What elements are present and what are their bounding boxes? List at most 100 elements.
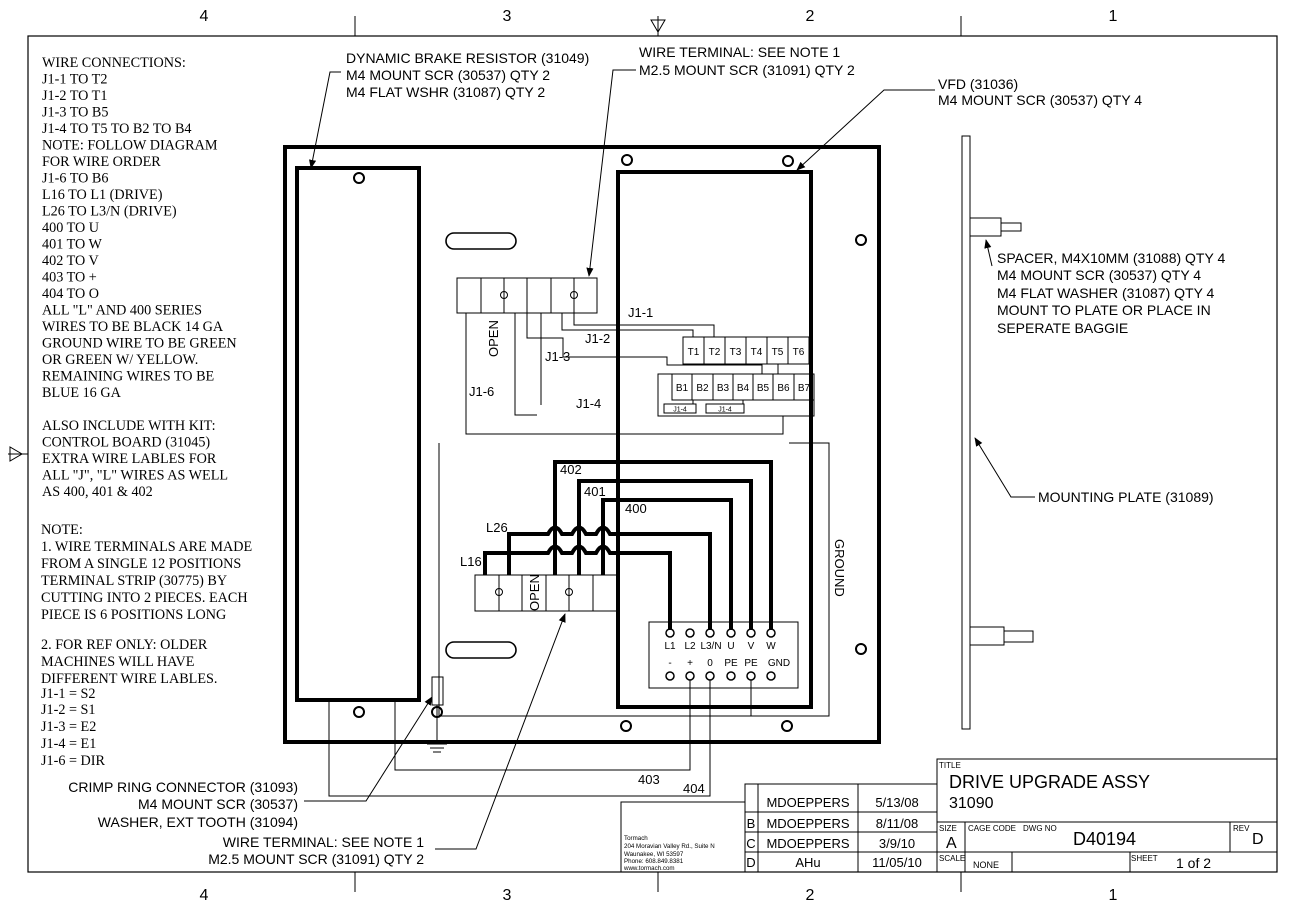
vfd-terminal-l2: L2 (684, 641, 696, 652)
terminal-t4-label: T4 (751, 347, 763, 358)
callout-leaders (304, 69, 1035, 850)
vfd-terminal-l3n: L3/N (700, 641, 721, 652)
note-line: WIRE CONNECTIONS: (42, 55, 186, 71)
company-line: 204 Moravian Valley Rd., Suite N (624, 843, 715, 850)
note-line: GROUND WIRE TO BE GREEN (42, 336, 237, 352)
terminal-t3-label: T3 (730, 347, 742, 358)
terminal-b2-label: B2 (696, 383, 709, 394)
sheet-label: SHEET (1131, 854, 1158, 863)
crimp-callout: CRIMP RING CONNECTOR (31093) (68, 779, 298, 795)
company-line: Phone: 608.849.8381 (624, 858, 684, 865)
terminal-b6-label: B6 (777, 383, 790, 394)
title-field-label: TITLE (939, 761, 961, 770)
note-line: J1-3 TO B5 (42, 105, 108, 121)
drawing-number: D40194 (1073, 829, 1136, 849)
note-line: J1-4 = E1 (41, 736, 96, 752)
note-line: J1-6 TO B6 (42, 171, 108, 187)
revision-name: AHu (795, 855, 820, 870)
note-line: REMAINING WIRES TO BE (42, 369, 214, 385)
vfd-body (616, 170, 813, 709)
wire-label-j1-6: J1-6 (469, 384, 494, 399)
note-line: EXTRA WIRE LABLES FOR (42, 451, 217, 467)
dynamic-brake-resistor (295, 166, 421, 702)
terminal-callout-top: M2.5 MOUNT SCR (31091) QTY 2 (639, 62, 855, 78)
note-line: L16 TO L1 (DRIVE) (42, 187, 163, 203)
zone-top-4: 4 (200, 8, 209, 25)
zone-bottom-4: 4 (200, 887, 209, 904)
terminal-callout-bottom: M2.5 MOUNT SCR (31091) QTY 2 (208, 851, 424, 867)
sheet-value: 1 of 2 (1176, 855, 1211, 871)
note-line: J1-1 TO T2 (42, 72, 107, 88)
mounting-plate (283, 145, 881, 744)
wire-label-j1-2: J1-2 (585, 331, 610, 346)
strip-open-label: OPEN (527, 574, 542, 611)
wire-label-404: 404 (683, 781, 705, 796)
note-line: ALL "L" AND 400 SERIES (42, 303, 202, 319)
note-line: PIECE IS 6 POSITIONS LONG (41, 607, 226, 623)
size-field-label: SIZE (939, 824, 957, 833)
vfd-terminal-l1: L1 (664, 641, 676, 652)
note-line: 2. FOR REF ONLY: OLDER (41, 637, 208, 653)
wire-label-402: 402 (560, 462, 582, 477)
terminal-callout-bottom: WIRE TERMINAL: SEE NOTE 1 (223, 834, 424, 850)
note-line: ALSO INCLUDE WITH KIT: (42, 418, 216, 434)
revision-date: 3/9/10 (879, 836, 915, 851)
zone-bottom-2: 2 (806, 887, 815, 904)
terminal-b3-label: B3 (717, 383, 730, 394)
wire-label-401: 401 (584, 484, 606, 499)
vfd-terminal-gnd: GND (768, 658, 790, 669)
note-line: AS 400, 401 & 402 (42, 484, 153, 500)
note-line: 401 TO W (42, 237, 103, 253)
spacer-callout: SEPERATE BAGGIE (997, 320, 1128, 336)
spacer-callout: MOUNT TO PLATE OR PLACE IN (997, 302, 1211, 318)
rev-label: REV (1233, 824, 1250, 833)
vfd-callout: VFD (31036) (938, 76, 1018, 92)
general-notes: NOTE: 1. WIRE TERMINALS ARE MADE FROM A … (41, 522, 252, 769)
terminal-b4-label: B4 (737, 383, 750, 394)
note-line: J1-6 = DIR (41, 753, 105, 769)
crimp-callout: M4 MOUNT SCR (30537) (138, 796, 298, 812)
note-line: DIFFERENT WIRE LABLES. (41, 671, 217, 687)
brake-callout: M4 MOUNT SCR (30537) QTY 2 (346, 67, 550, 83)
revision-letter: D (746, 855, 755, 870)
revision-letter: B (747, 816, 756, 831)
vfd-terminal-v: V (748, 641, 755, 652)
spacer-callout: M4 FLAT WASHER (31087) QTY 4 (997, 285, 1215, 301)
spacer-callout: SPACER, M4X10MM (31088) QTY 4 (997, 250, 1225, 266)
note-line: CONTROL BOARD (31045) (42, 435, 210, 451)
revision-date: 8/11/08 (876, 816, 918, 831)
brake-callout: DYNAMIC BRAKE RESISTOR (31049) (346, 50, 589, 66)
terminal-b1-label: B1 (676, 383, 689, 394)
revision-date: 5/13/08 (875, 795, 918, 810)
note-line: 404 TO O (42, 286, 99, 302)
revision-date: 11/05/10 (872, 855, 922, 870)
note-line: MACHINES WILL HAVE (41, 654, 194, 670)
revision-name: MDOEPPERS (766, 816, 849, 831)
title-block (620, 758, 1278, 873)
rev-value: D (1252, 831, 1264, 848)
terminal-callout-top: WIRE TERMINAL: SEE NOTE 1 (639, 44, 840, 60)
top-terminal-strip (456, 277, 598, 314)
wire-connection-notes: WIRE CONNECTIONS: J1-1 TO T2 J1-2 TO T1 … (42, 55, 237, 500)
terminal-t2-label: T2 (709, 347, 721, 358)
note-line: J1-4 TO T5 TO B2 TO B4 (42, 121, 192, 137)
vfd-terminal-zero: 0 (707, 658, 713, 669)
wire-label-403: 403 (638, 772, 660, 787)
zone-top-3: 3 (503, 8, 512, 25)
revision-letter: C (746, 836, 755, 851)
company-line: www.tormach.com (623, 865, 675, 872)
scale-label: SCALE (939, 854, 965, 863)
b-row-j14-tag: J1-4 (673, 407, 687, 414)
terminal-t5-label: T5 (772, 347, 784, 358)
cage-code-label: CAGE CODE (968, 824, 1016, 833)
vfd-terminal-plus: + (687, 658, 693, 669)
note-line: J1-1 = S2 (41, 686, 96, 702)
note-line: L26 TO L3/N (DRIVE) (42, 204, 177, 220)
zone-top-2: 2 (806, 8, 815, 25)
revision-name: MDOEPPERS (766, 836, 849, 851)
terminal-t6-label: T6 (793, 347, 805, 358)
wire-label-l26: L26 (486, 520, 508, 535)
company-line: Tormach (624, 835, 648, 842)
strip-open-label: OPEN (486, 320, 501, 357)
note-line: J1-2 = S1 (41, 702, 96, 718)
